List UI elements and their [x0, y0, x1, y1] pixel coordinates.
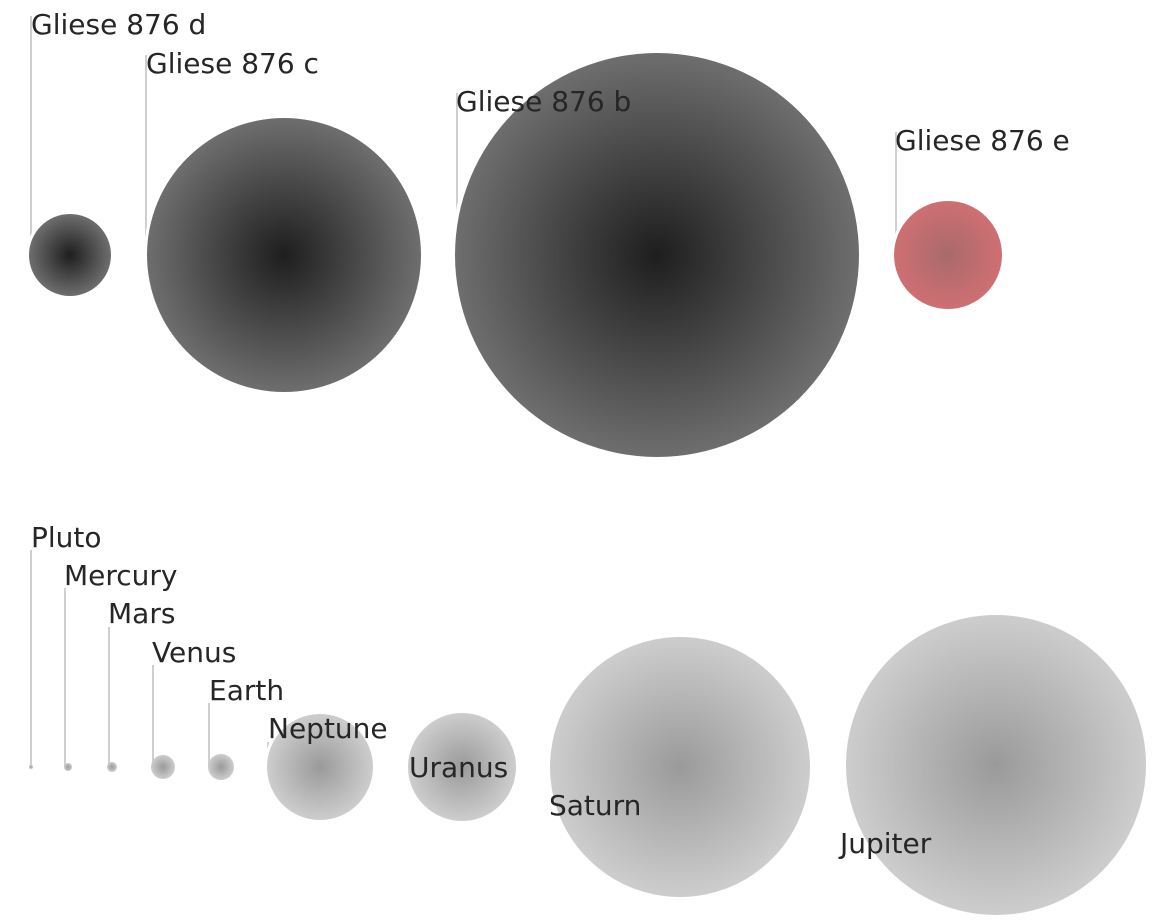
planet-uranus: Uranus	[405, 710, 519, 824]
planet-label: Gliese 876 b	[456, 85, 631, 118]
planet-disc	[455, 53, 859, 457]
planet-gliese-876-c: Gliese 876 c	[144, 47, 424, 395]
planet-disc	[208, 754, 234, 780]
planet-pluto: Pluto	[29, 521, 102, 769]
planet-label: Gliese 876 d	[31, 8, 206, 41]
planet-label: Earth	[209, 674, 284, 707]
planet-disc	[267, 714, 373, 820]
planet-saturn: Saturn	[547, 634, 813, 900]
planet-gliese-876-b: Gliese 876 b	[451, 49, 863, 461]
planet-venus: Venus	[151, 636, 236, 779]
planet-jupiter: Jupiter	[838, 612, 1149, 918]
planet-disc	[107, 762, 117, 772]
planet-label: Saturn	[549, 789, 641, 822]
planet-gliese-876-d: Gliese 876 d	[26, 8, 206, 299]
planet-neptune: Neptune	[264, 711, 388, 823]
planet-disc	[846, 615, 1146, 915]
planet-label: Neptune	[268, 712, 388, 745]
planet-earth: Earth	[208, 674, 284, 780]
planet-label: Venus	[152, 636, 236, 669]
planet-label: Uranus	[409, 751, 508, 784]
planet-label: Mercury	[64, 559, 178, 592]
planet-disc	[29, 765, 33, 769]
planet-label: Jupiter	[838, 827, 932, 860]
planet-disc	[147, 118, 421, 392]
planet-disc	[894, 201, 1002, 309]
planet-disc	[64, 763, 72, 771]
planet-gliese-876-e: Gliese 876 e	[891, 124, 1070, 312]
planet-label: Mars	[108, 597, 175, 630]
solar-system: Pluto Mercury Mars Venus Earth Neptune	[29, 521, 1149, 918]
planet-label: Gliese 876 e	[895, 124, 1070, 157]
planet-mercury: Mercury	[64, 559, 178, 771]
planet-disc	[408, 713, 516, 821]
planet-disc	[29, 214, 111, 296]
planet-label: Pluto	[31, 521, 102, 554]
planet-label: Gliese 876 c	[146, 47, 319, 80]
gliese-876-system: Gliese 876 d Gliese 876 c Gliese 876 b G…	[26, 8, 1070, 461]
planet-disc	[550, 637, 810, 897]
planet-disc	[151, 755, 175, 779]
planet-mars: Mars	[107, 597, 175, 772]
